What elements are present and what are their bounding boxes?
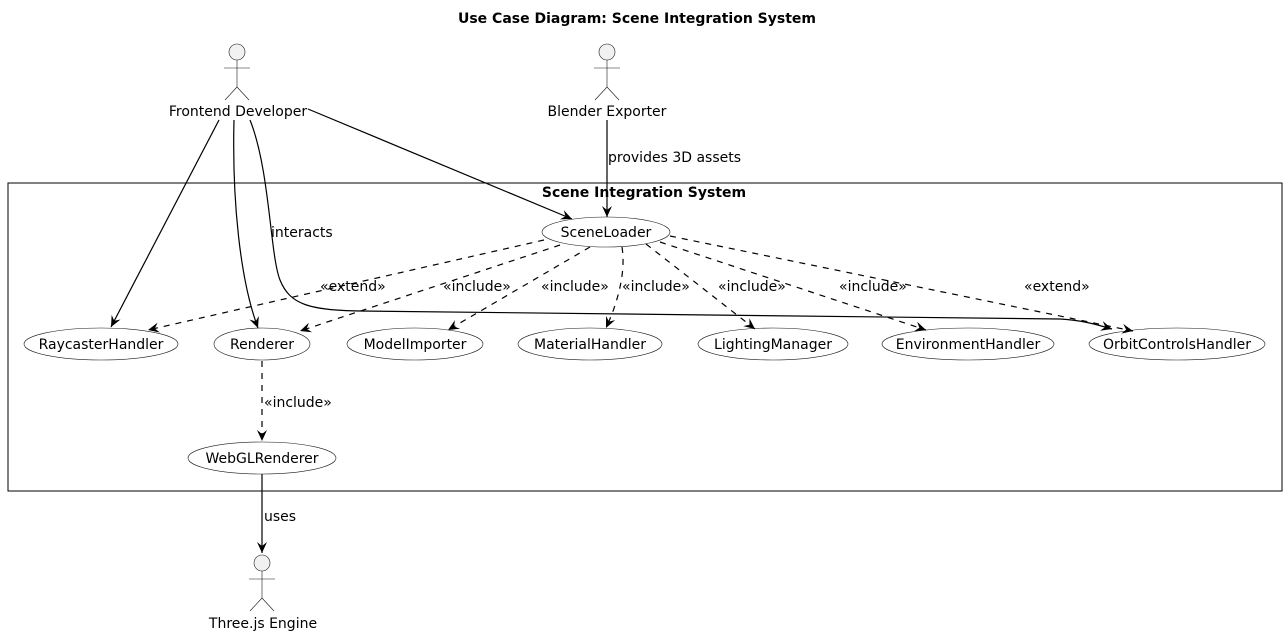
usecase-model-importer: ModelImporter (346, 327, 484, 361)
usecase-model-importer-label: ModelImporter (364, 337, 467, 353)
label-include-renderer: «include» (443, 279, 511, 295)
usecase-renderer-label: Renderer (230, 337, 294, 353)
usecase-raycaster-handler: RaycasterHandler (23, 327, 179, 361)
label-uses: uses (264, 509, 296, 525)
usecase-orbit-controls-handler: OrbitControlsHandler (1088, 327, 1266, 361)
edge-frontend-to-raycaster (110, 119, 220, 328)
actor-blender-exporter: Blender Exporter (548, 43, 667, 120)
actor-threejs-engine: Three.js Engine (208, 554, 317, 632)
usecase-renderer: Renderer (213, 327, 311, 361)
label-include-lightingmanager: «include» (718, 279, 786, 295)
edge-frontend-to-renderer (233, 119, 259, 329)
edge-sceneloader-include-renderer (299, 244, 561, 333)
usecase-lighting-manager: LightingManager (697, 327, 849, 361)
label-include-modelimporter: «include» (541, 279, 609, 295)
system-boundary-title: Scene Integration System (542, 185, 746, 201)
usecase-environment-handler: EnvironmentHandler (881, 327, 1055, 361)
usecase-webgl-renderer-label: WebGLRenderer (205, 451, 318, 467)
edge-sceneloader-include-modelimporter (447, 246, 591, 331)
label-include-environmenthandler: «include» (839, 279, 907, 295)
edge-sceneloader-include-materialhandler (605, 246, 624, 329)
edge-frontend-to-sceneloader (307, 108, 573, 220)
usecase-scene-loader: SceneLoader (541, 216, 671, 248)
actor-frontend-developer-label: Frontend Developer (169, 104, 307, 120)
actor-frontend-developer: Frontend Developer (169, 43, 307, 120)
usecase-raycaster-handler-label: RaycasterHandler (39, 337, 164, 353)
actor-blender-exporter-label: Blender Exporter (548, 104, 667, 120)
label-include-materialhandler: «include» (622, 279, 690, 295)
usecase-material-handler: MaterialHandler (517, 327, 663, 361)
diagram-title: Use Case Diagram: Scene Integration Syst… (458, 11, 816, 27)
label-extend-raycaster: «extend» (320, 279, 386, 295)
edge-sceneloader-include-environmenthandler (659, 241, 927, 332)
actor-threejs-engine-label: Three.js Engine (208, 616, 317, 632)
edge-frontend-to-orbitcontrols (249, 119, 1113, 331)
label-extend-orbitcontrols: «extend» (1024, 279, 1090, 295)
usecase-scene-loader-label: SceneLoader (561, 225, 652, 241)
label-include-webglrenderer: «include» (264, 395, 332, 411)
edge-sceneloader-extend-raycaster (147, 239, 545, 333)
label-interacts: interacts (271, 225, 333, 241)
label-provides-3d-assets: provides 3D assets (608, 150, 741, 166)
usecase-environment-handler-label: EnvironmentHandler (896, 337, 1041, 353)
usecase-material-handler-label: MaterialHandler (534, 337, 646, 353)
usecase-orbit-controls-handler-label: OrbitControlsHandler (1103, 337, 1251, 353)
usecase-lighting-manager-label: LightingManager (714, 337, 832, 353)
usecase-webgl-renderer: WebGLRenderer (187, 441, 337, 475)
